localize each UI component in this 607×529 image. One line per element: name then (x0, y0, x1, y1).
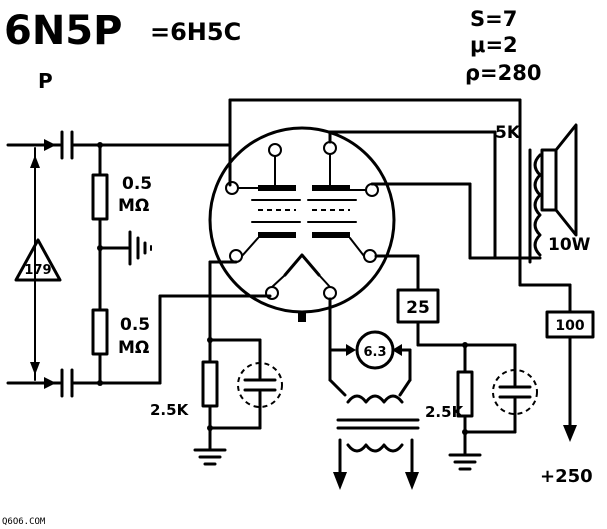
grid-wire-top (98, 143, 232, 187)
r-top-unit: MΩ (118, 196, 149, 216)
tube-title: 6N5P (4, 8, 122, 54)
svg-text:25: 25 (406, 298, 430, 318)
box-25: 25 (396, 288, 440, 324)
coupling-cap-bottom (60, 368, 102, 398)
tube-variant: P (38, 69, 53, 93)
cathode-right-label: 2.5K (425, 403, 465, 421)
param-mu: μ=2 (470, 33, 518, 57)
watermark: Q6O6.COM (2, 517, 46, 527)
r-bot-value: 0.5 (120, 315, 150, 335)
coupling-cap-top (60, 130, 102, 160)
amp-marker-label: 179 (24, 263, 51, 278)
output-transformer (518, 138, 542, 264)
heater-voltage: 6.3 (363, 345, 386, 360)
tube-equivalent: =6H5C (150, 18, 241, 46)
heater-transformer (333, 394, 420, 490)
amp-triangle-marker: 179 (14, 238, 62, 282)
tube-6n5p (208, 126, 396, 322)
output-power: 10W (548, 235, 591, 255)
param-s: S=7 (470, 7, 517, 31)
cathode-left (193, 260, 283, 466)
speaker-icon (540, 123, 578, 237)
box-100: 100 (545, 310, 595, 339)
supply-voltage: +250 (540, 466, 593, 487)
plate-wiring (228, 98, 577, 442)
speaker-impedance: 5K (495, 123, 521, 143)
svg-text:100: 100 (555, 318, 584, 334)
r-top-value: 0.5 (122, 174, 152, 194)
cathode-left-label: 2.5K (150, 401, 190, 419)
heater-wiring: 6.3 (328, 297, 412, 397)
param-rho: ρ=280 (465, 61, 541, 85)
input-wiring (6, 139, 62, 389)
r-bot-unit: MΩ (118, 338, 149, 358)
cathode-right (374, 254, 538, 471)
